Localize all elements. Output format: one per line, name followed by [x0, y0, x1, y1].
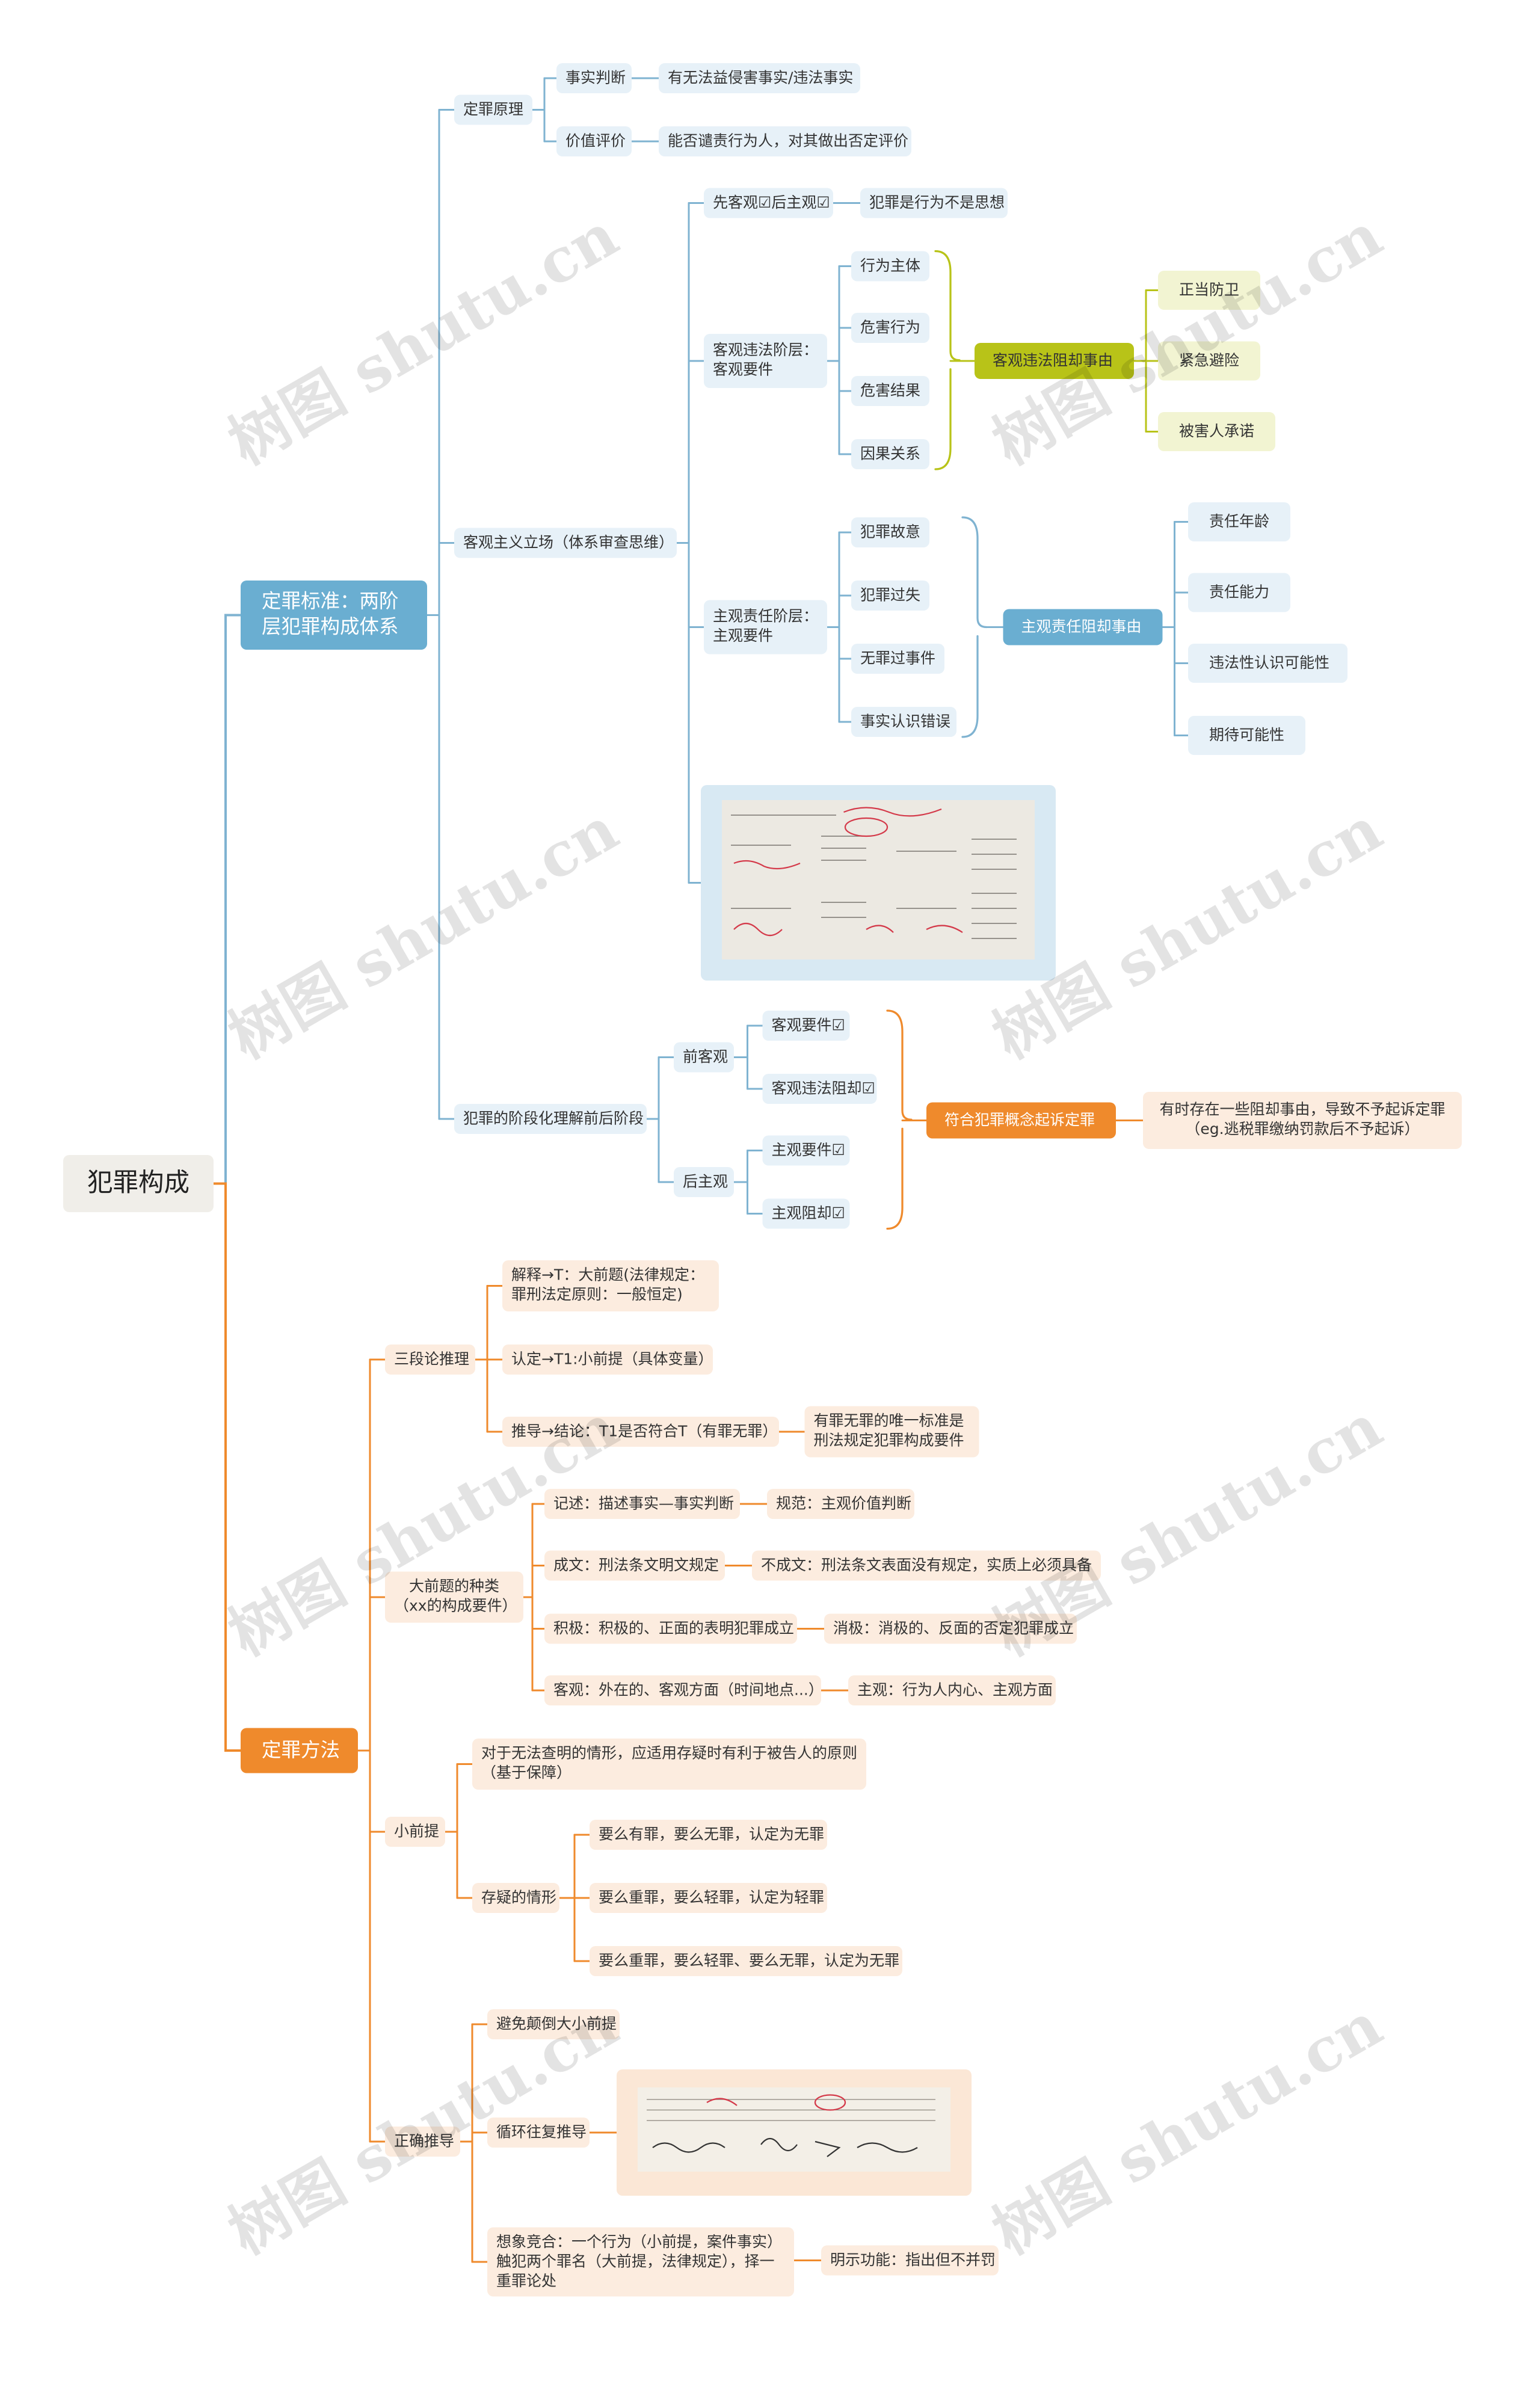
major-right-2[interactable]: 消极：消极的、反面的否定犯罪成立 [824, 1613, 1077, 1644]
subj-item-0[interactable]: 犯罪故意 [851, 517, 929, 547]
major-left-0[interactable]: 记述：描述事实—事实判断 [544, 1489, 740, 1519]
branch-method[interactable]: 定罪方法 [241, 1728, 358, 1773]
node-prosecution-note[interactable]: 有时存在一些阻却事由，导致不予起诉定罪（eg.逃税罪缴纳罚款后不予起诉） [1143, 1092, 1462, 1149]
node-value-note[interactable]: 能否谴责行为人，对其做出否定评价 [659, 126, 911, 156]
subj-defense-item-1[interactable]: 责任能力 [1188, 573, 1290, 612]
major-left-3[interactable]: 客观：外在的、客观方面（时间地点...） [544, 1675, 824, 1705]
node-obj-first-note[interactable]: 犯罪是行为不是思想 [860, 188, 1008, 218]
note-photo-cycle[interactable] [617, 2069, 972, 2196]
syllogism-item-2[interactable]: 推导→结论：T1是否符合T（有罪无罪） [502, 1417, 779, 1447]
correct-item-2-note[interactable]: 明示功能：指出但不并罚 [821, 2245, 999, 2276]
syllogism-item-0[interactable]: 解释→T：大前题(法律规定：罪刑法定原则：一般恒定) [502, 1260, 719, 1311]
syllogism-item-1[interactable]: 认定→T1:小前提（具体变量） [502, 1345, 713, 1375]
node-minor-premise[interactable]: 小前提 [385, 1817, 445, 1847]
front-item-0[interactable]: 客观要件☑ [762, 1011, 850, 1041]
major-right-1[interactable]: 不成文：刑法条文表面没有规定，实质上必须具备 [752, 1550, 1101, 1581]
node-principle[interactable]: 定罪原理 [454, 94, 532, 125]
major-left-2[interactable]: 积极：积极的、正面的表明犯罪成立 [544, 1613, 797, 1644]
obj-item-1[interactable]: 危害行为 [851, 313, 929, 343]
node-subj-layer[interactable]: 主观责任阶层：主观要件 [704, 600, 827, 655]
correct-item-0[interactable]: 避免颠倒大小前提 [487, 2009, 620, 2039]
subj-defense-item-2[interactable]: 违法性认识可能性 [1188, 644, 1348, 683]
back-item-1[interactable]: 主观阻却☑ [762, 1198, 850, 1229]
handwritten-notes-image [722, 800, 1035, 959]
subj-item-1[interactable]: 犯罪过失 [851, 581, 929, 611]
minor-doubt-rule[interactable]: 对于无法查明的情形，应适用存疑时有利于被告人的原则（基于保障） [472, 1739, 866, 1790]
obj-defense-item-1[interactable]: 紧急避险 [1158, 341, 1260, 381]
obj-item-3[interactable]: 因果关系 [851, 439, 929, 469]
doubt-item-1[interactable]: 要么重罪，要么轻罪，认定为轻罪 [590, 1883, 827, 1913]
node-prosecution[interactable]: 符合犯罪概念起诉定罪 [926, 1102, 1116, 1139]
back-item-0[interactable]: 主观要件☑ [762, 1135, 850, 1166]
node-correct-derivation[interactable]: 正确推导 [385, 2127, 460, 2157]
doubt-item-2[interactable]: 要么重罪，要么轻罪、要么无罪，认定为无罪 [590, 1946, 902, 1976]
obj-defense-item-2[interactable]: 被害人承诺 [1158, 412, 1275, 451]
node-fact-note[interactable]: 有无法益侵害事实/违法事实 [659, 63, 860, 93]
node-staged[interactable]: 犯罪的阶段化理解前后阶段 [454, 1104, 647, 1134]
handwritten-notes-image-2 [638, 2087, 950, 2172]
front-item-1[interactable]: 客观违法阻却☑ [762, 1074, 877, 1104]
correct-item-1[interactable]: 循环往复推导 [487, 2118, 590, 2148]
node-back-subjective[interactable]: 后主观 [674, 1167, 734, 1197]
obj-item-0[interactable]: 行为主体 [851, 251, 929, 282]
node-value-judgment[interactable]: 价值评价 [556, 126, 632, 156]
node-obj-first[interactable]: 先客观☑后主观☑ [704, 188, 833, 218]
doubt-item-0[interactable]: 要么有罪，要么无罪，认定为无罪 [590, 1820, 827, 1850]
node-syllogism[interactable]: 三段论推理 [385, 1345, 475, 1375]
note-photo-two-tier[interactable] [701, 785, 1056, 981]
node-fact-judgment[interactable]: 事实判断 [556, 63, 632, 93]
node-obj-defense[interactable]: 客观违法阻却事由 [975, 343, 1134, 379]
node-front-objective[interactable]: 前客观 [674, 1042, 734, 1073]
node-major-premise[interactable]: 大前题的种类（xx的构成要件） [385, 1571, 523, 1623]
node-doubt[interactable]: 存疑的情形 [472, 1883, 559, 1913]
root-node[interactable]: 犯罪构成 [63, 1155, 214, 1212]
subj-item-3[interactable]: 事实认识错误 [851, 707, 956, 737]
subj-item-2[interactable]: 无罪过事件 [851, 644, 944, 674]
branch-criteria[interactable]: 定罪标准：两阶层犯罪构成体系 [241, 581, 427, 650]
obj-defense-item-0[interactable]: 正当防卫 [1158, 271, 1260, 310]
correct-item-2[interactable]: 想象竞合：一个行为（小前提，案件事实）触犯两个罪名（大前提，法律规定），择一重罪… [487, 2227, 794, 2297]
major-right-3[interactable]: 主观：行为人内心、主观方面 [848, 1675, 1056, 1705]
major-right-0[interactable]: 规范：主观价值判断 [767, 1489, 914, 1519]
obj-item-2[interactable]: 危害结果 [851, 376, 929, 406]
major-left-1[interactable]: 成文：刑法条文明文规定 [544, 1550, 725, 1581]
subj-defense-item-0[interactable]: 责任年龄 [1188, 502, 1290, 541]
syllogism-conclusion-note[interactable]: 有罪无罪的唯一标准是刑法规定犯罪构成要件 [804, 1406, 979, 1458]
node-subj-defense[interactable]: 主观责任阻却事由 [1003, 609, 1163, 645]
node-obj-layer[interactable]: 客观违法阶层：客观要件 [704, 334, 827, 388]
node-objectivism[interactable]: 客观主义立场（体系审查思维） [454, 528, 677, 558]
subj-defense-item-3[interactable]: 期待可能性 [1188, 716, 1305, 755]
